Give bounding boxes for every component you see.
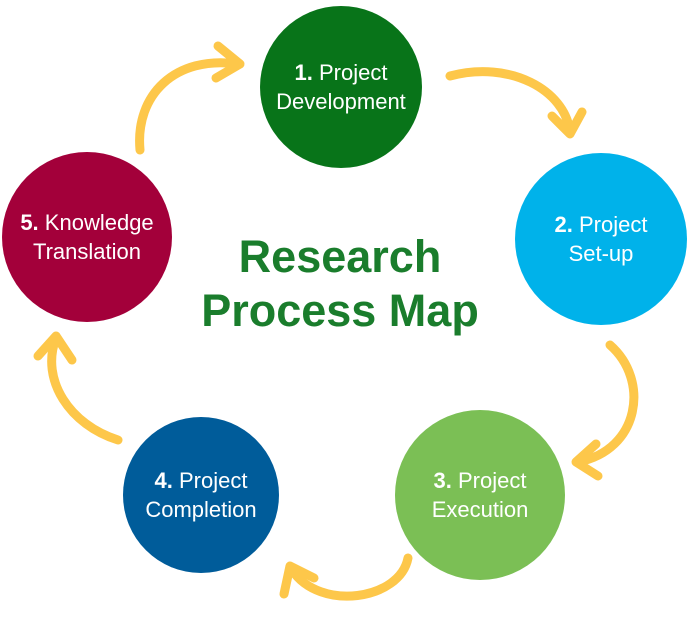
title-line2: Process Map — [201, 285, 479, 336]
arrow-4-to-5 — [47, 333, 123, 445]
arrow-5-to-1-head — [211, 41, 245, 83]
step-number: 1. — [294, 60, 313, 85]
step-number: 2. — [554, 212, 573, 237]
step-label-line2: Translation — [32, 239, 141, 264]
step-label-line1: Project — [179, 468, 248, 493]
step-number: 5. — [20, 210, 39, 235]
title-line1: Research — [238, 231, 442, 282]
arrow-5-to-1 — [135, 58, 243, 155]
step-number: 4. — [154, 468, 173, 493]
step-label-line1: Project — [579, 212, 648, 237]
diagram-title: Research Process Map — [170, 230, 510, 338]
step-label-line1: Project — [318, 60, 388, 85]
step-label-line2: Execution — [431, 497, 529, 522]
arrow-3-to-4 — [287, 553, 413, 601]
arrow-4-to-5-head — [33, 331, 77, 365]
step-label-line2: Development — [276, 89, 406, 114]
step-number: 3. — [433, 468, 452, 493]
step-label-line2: Set-up — [568, 241, 634, 266]
arrow-1-to-2-head — [547, 107, 587, 139]
arrow-1-to-2 — [445, 67, 575, 137]
step-label-line1: Project — [458, 468, 527, 493]
step-label-line2: Completion — [145, 497, 257, 522]
step-label-line1: Knowledge — [44, 210, 154, 235]
arrow-2-to-3-head — [571, 439, 603, 481]
arrow-3-to-4-head — [279, 561, 319, 599]
arrow-2-to-3 — [573, 340, 639, 467]
